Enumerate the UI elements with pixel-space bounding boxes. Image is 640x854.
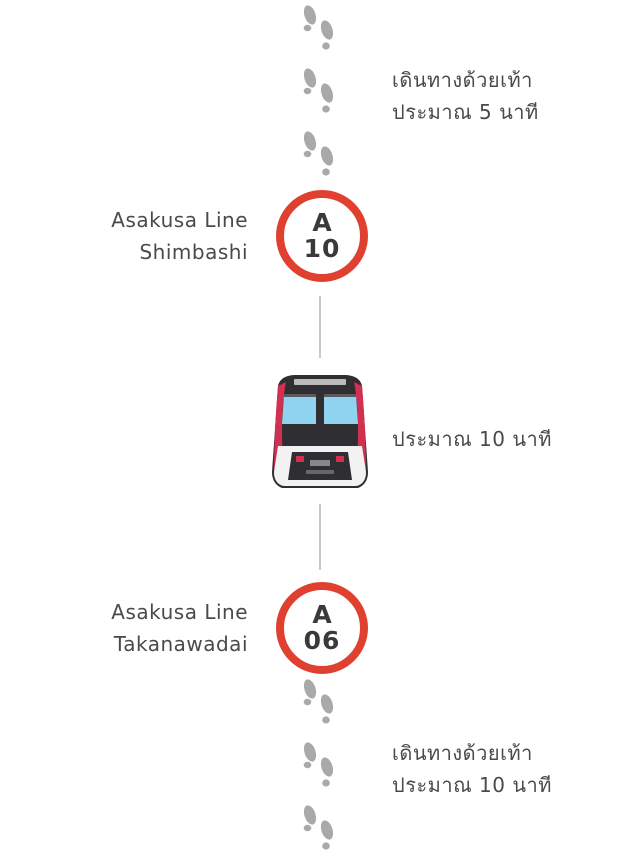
- route-connector: [319, 296, 321, 358]
- station-top-badge: A 10: [276, 190, 368, 282]
- route-connector: [319, 504, 321, 570]
- footprints-icon: [300, 65, 340, 117]
- station-top-label: Asakusa Line Shimbashi: [111, 204, 248, 268]
- footprints-icon: [300, 2, 340, 54]
- station-top-name: Shimbashi: [139, 240, 248, 264]
- walk-top-line2: ประมาณ 5 นาที: [392, 100, 539, 124]
- footprints-icon: [300, 128, 340, 180]
- walk-top-label: เดินทางด้วยเท้า ประมาณ 5 นาที: [392, 64, 539, 128]
- walk-bottom-line1: เดินทางด้วยเท้า: [392, 741, 533, 765]
- walk-bottom-line2: ประมาณ 10 นาที: [392, 773, 552, 797]
- walk-bottom-label: เดินทางด้วยเท้า ประมาณ 10 นาที: [392, 737, 552, 801]
- train-icon: [272, 375, 368, 488]
- station-bottom-code-letter: A: [312, 600, 332, 629]
- station-top-code-number: 10: [303, 234, 341, 263]
- footprints-icon: [300, 676, 340, 728]
- walk-top-line1: เดินทางด้วยเท้า: [392, 68, 533, 92]
- station-bottom-code-number: 06: [303, 626, 341, 655]
- station-top-code-letter: A: [312, 208, 332, 237]
- station-top-line: Asakusa Line: [111, 208, 248, 232]
- footprints-icon: [300, 739, 340, 791]
- station-bottom-badge: A 06: [276, 582, 368, 674]
- train-duration: ประมาณ 10 นาที: [392, 427, 552, 451]
- station-bottom-line: Asakusa Line: [111, 600, 248, 624]
- station-bottom-name: Takanawadai: [113, 632, 248, 656]
- station-bottom-label: Asakusa Line Takanawadai: [111, 596, 248, 660]
- footprints-icon: [300, 802, 340, 854]
